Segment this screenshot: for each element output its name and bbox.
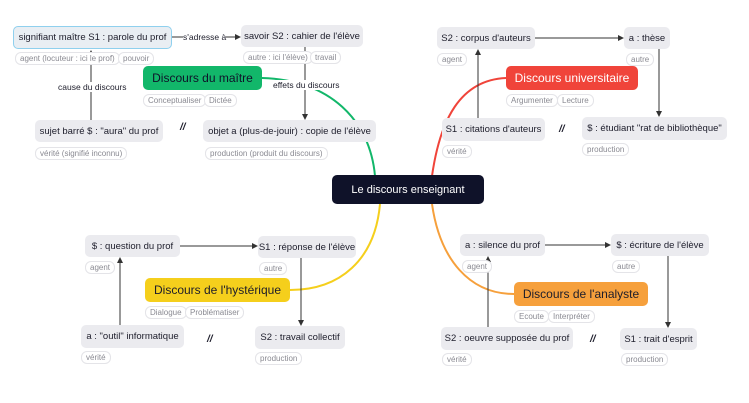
tag: production (produit du discours): [205, 147, 328, 160]
tag: production: [255, 352, 303, 365]
tag: Lecture: [557, 94, 594, 107]
maitre-verite-node[interactable]: sujet barré $ : "aura" du prof: [35, 120, 163, 142]
maitre-agent-node[interactable]: signifiant maître S1 : parole du prof: [13, 26, 172, 49]
tag: Conceptualiser: [143, 94, 207, 107]
tag: vérité (signifié inconnu): [35, 147, 128, 160]
tag: agent: [437, 53, 468, 66]
separator: //: [207, 334, 213, 345]
separator: //: [180, 122, 186, 133]
analyste-verite-node[interactable]: S2 : oeuvre supposée du prof: [441, 327, 573, 350]
tag: autre: [626, 53, 655, 66]
tag: agent: [462, 260, 493, 273]
branch-analyste: [431, 203, 515, 295]
maitre-main-topic[interactable]: Discours du maître: [143, 66, 262, 90]
analyste-agent-node[interactable]: a : silence du prof: [460, 234, 545, 256]
separator: //: [590, 334, 596, 345]
tag: Dialogue: [145, 306, 187, 319]
tag: agent: [85, 261, 116, 274]
univ-agent-node[interactable]: S2 : corpus d'auteurs: [437, 27, 535, 49]
tag: Argumenter: [506, 94, 558, 107]
branch-hysterique: [289, 203, 381, 291]
link-label: effets du discours: [273, 80, 340, 90]
maitre-production-node[interactable]: objet a (plus-de-jouir) : copie de l'élè…: [203, 120, 376, 142]
link-label: cause du discours: [58, 82, 127, 92]
branch-universitaire: [431, 77, 507, 177]
tag: Interpréter: [548, 310, 595, 323]
tag: vérité: [81, 351, 111, 364]
tag: production: [621, 353, 669, 366]
analyste-production-node[interactable]: S1 : trait d'esprit: [620, 328, 697, 350]
tag: vérité: [442, 145, 472, 158]
tag: production: [582, 143, 630, 156]
tag: Problématiser: [185, 306, 245, 319]
tag: vérité: [442, 353, 472, 366]
univ-production-node[interactable]: $ : étudiant "rat de bibliothèque": [582, 117, 727, 140]
maitre-autre-node[interactable]: savoir S2 : cahier de l'élève: [241, 25, 363, 47]
link-label: s'adresse à: [183, 32, 227, 42]
central-topic[interactable]: Le discours enseignant: [332, 175, 484, 204]
hyst-autre-node[interactable]: S1 : réponse de l'élève: [258, 236, 356, 258]
tag: autre: [612, 260, 641, 273]
tag: agent (locuteur : ici le prof): [15, 52, 120, 65]
analyste-autre-node[interactable]: $ : écriture de l'élève: [611, 234, 709, 256]
univ-autre-node[interactable]: a : thèse: [624, 27, 670, 49]
tag: autre: [259, 262, 288, 275]
univ-main-topic[interactable]: Discours universitaire: [506, 66, 638, 90]
tag: Dictée: [204, 94, 237, 107]
hyst-agent-node[interactable]: $ : question du prof: [85, 235, 180, 257]
separator: //: [559, 124, 565, 135]
analyste-main-topic[interactable]: Discours de l'analyste: [514, 282, 648, 306]
tag: Ecoute: [514, 310, 549, 323]
hyst-verite-node[interactable]: a : "outil" informatique: [81, 325, 184, 348]
univ-verite-node[interactable]: S1 : citations d'auteurs: [442, 118, 545, 141]
tag: autre : ici l'élève): [243, 51, 313, 64]
tag: travail: [310, 51, 342, 64]
hyst-production-node[interactable]: S2 : travail collectif: [255, 326, 345, 349]
tag: pouvoir: [118, 52, 155, 65]
hyst-main-topic[interactable]: Discours de l'hystérique: [145, 278, 290, 302]
